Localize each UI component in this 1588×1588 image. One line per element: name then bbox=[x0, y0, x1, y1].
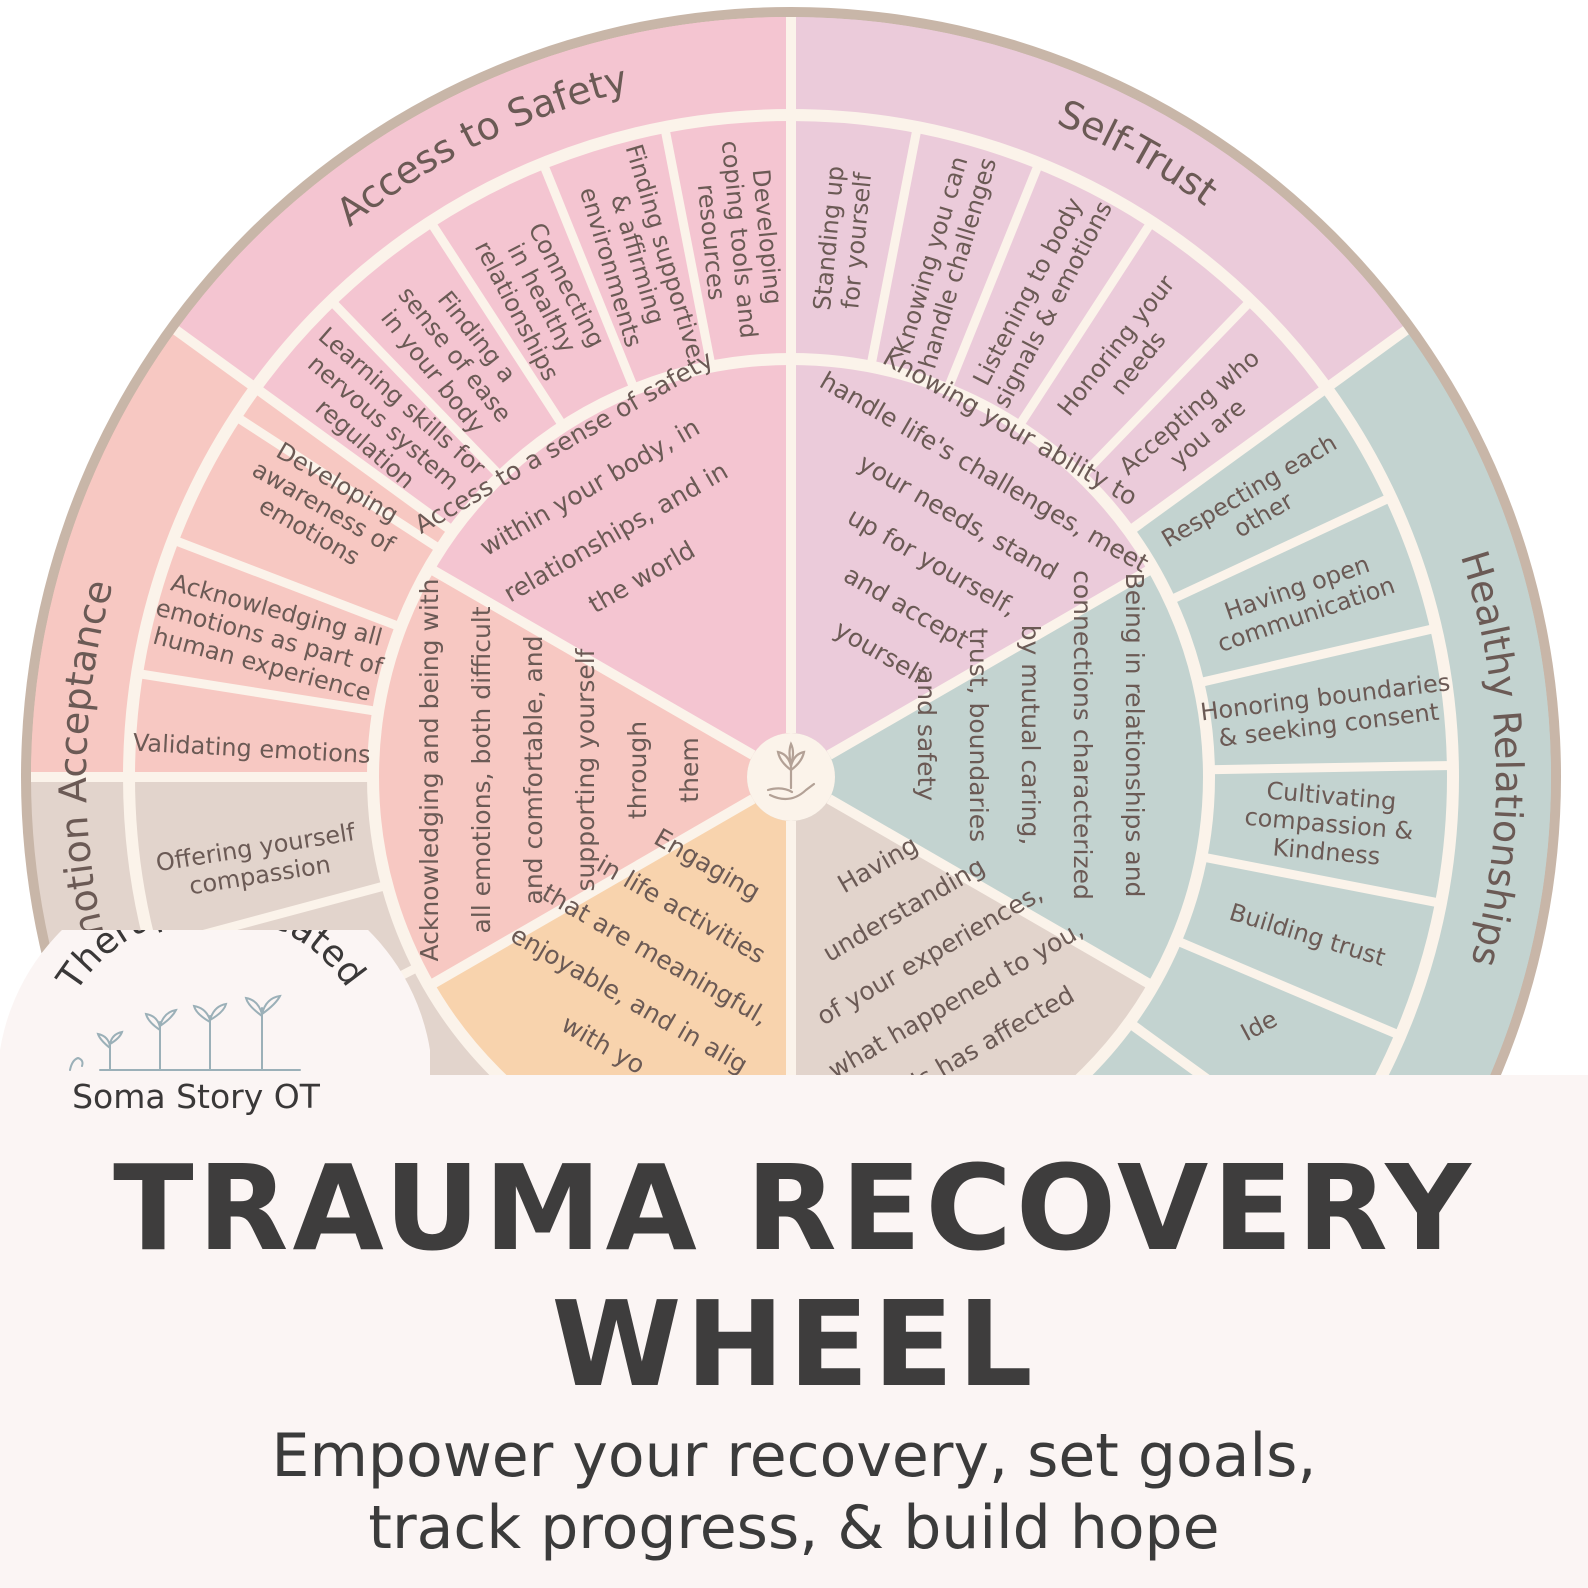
radial-divider bbox=[426, 563, 756, 760]
radial-divider bbox=[136, 668, 379, 717]
title-line2: WHEEL bbox=[551, 1275, 1037, 1413]
radial-divider bbox=[1167, 493, 1393, 605]
seedlings-icon bbox=[69, 994, 301, 1071]
radial-divider bbox=[426, 219, 568, 429]
radial-divider bbox=[233, 412, 443, 554]
wheel-divider-lines bbox=[31, 17, 1459, 1445]
radial-divider bbox=[426, 794, 756, 991]
radial-divider bbox=[538, 161, 639, 392]
band-emotion-acceptance bbox=[31, 330, 256, 777]
radial-divider bbox=[1078, 297, 1255, 480]
radial-divider bbox=[1200, 852, 1442, 908]
wedge-self-trust bbox=[791, 359, 1153, 755]
therapist-created-badge: Therapist Created Soma Story OT bbox=[0, 930, 430, 1170]
radial-divider bbox=[171, 535, 403, 632]
radial-divider bbox=[866, 126, 922, 368]
band-healthy-relationships bbox=[1326, 330, 1551, 1224]
radial-divider bbox=[826, 563, 1156, 760]
main-title: TRAUMA RECOVERY WHEEL bbox=[0, 1140, 1588, 1412]
radial-divider bbox=[1197, 623, 1438, 688]
sprout-in-hand-icon bbox=[766, 741, 816, 801]
subtitle-line2: track progress, & build hope bbox=[368, 1493, 1220, 1563]
radial-divider bbox=[826, 794, 1156, 991]
radial-divider bbox=[660, 126, 716, 368]
wedge-healthy-relationships bbox=[829, 568, 1209, 986]
emotion-acceptance-item-4: Offering yourselfcompassion bbox=[154, 818, 362, 905]
subtitle-line1: Empower your recovery, set goals, bbox=[271, 1421, 1317, 1491]
radial-divider bbox=[327, 297, 504, 480]
badge-line2: Soma Story OT bbox=[72, 1077, 321, 1116]
radial-divider bbox=[943, 161, 1044, 392]
wedge-emotion-acceptance bbox=[373, 568, 753, 986]
radial-divider bbox=[173, 326, 456, 536]
center-hub bbox=[747, 733, 835, 821]
wedge-access-to-safety bbox=[429, 359, 791, 755]
radial-divider bbox=[1014, 219, 1156, 429]
title-line1: TRAUMA RECOVERY bbox=[113, 1139, 1475, 1277]
subtitle: Empower your recovery, set goals, track … bbox=[0, 1420, 1588, 1564]
radial-divider bbox=[1208, 760, 1453, 775]
radial-divider bbox=[1126, 326, 1409, 536]
radial-divider bbox=[1174, 936, 1403, 1040]
healthy-relationships-description: Being in relationships andconnections ch… bbox=[912, 570, 1149, 900]
